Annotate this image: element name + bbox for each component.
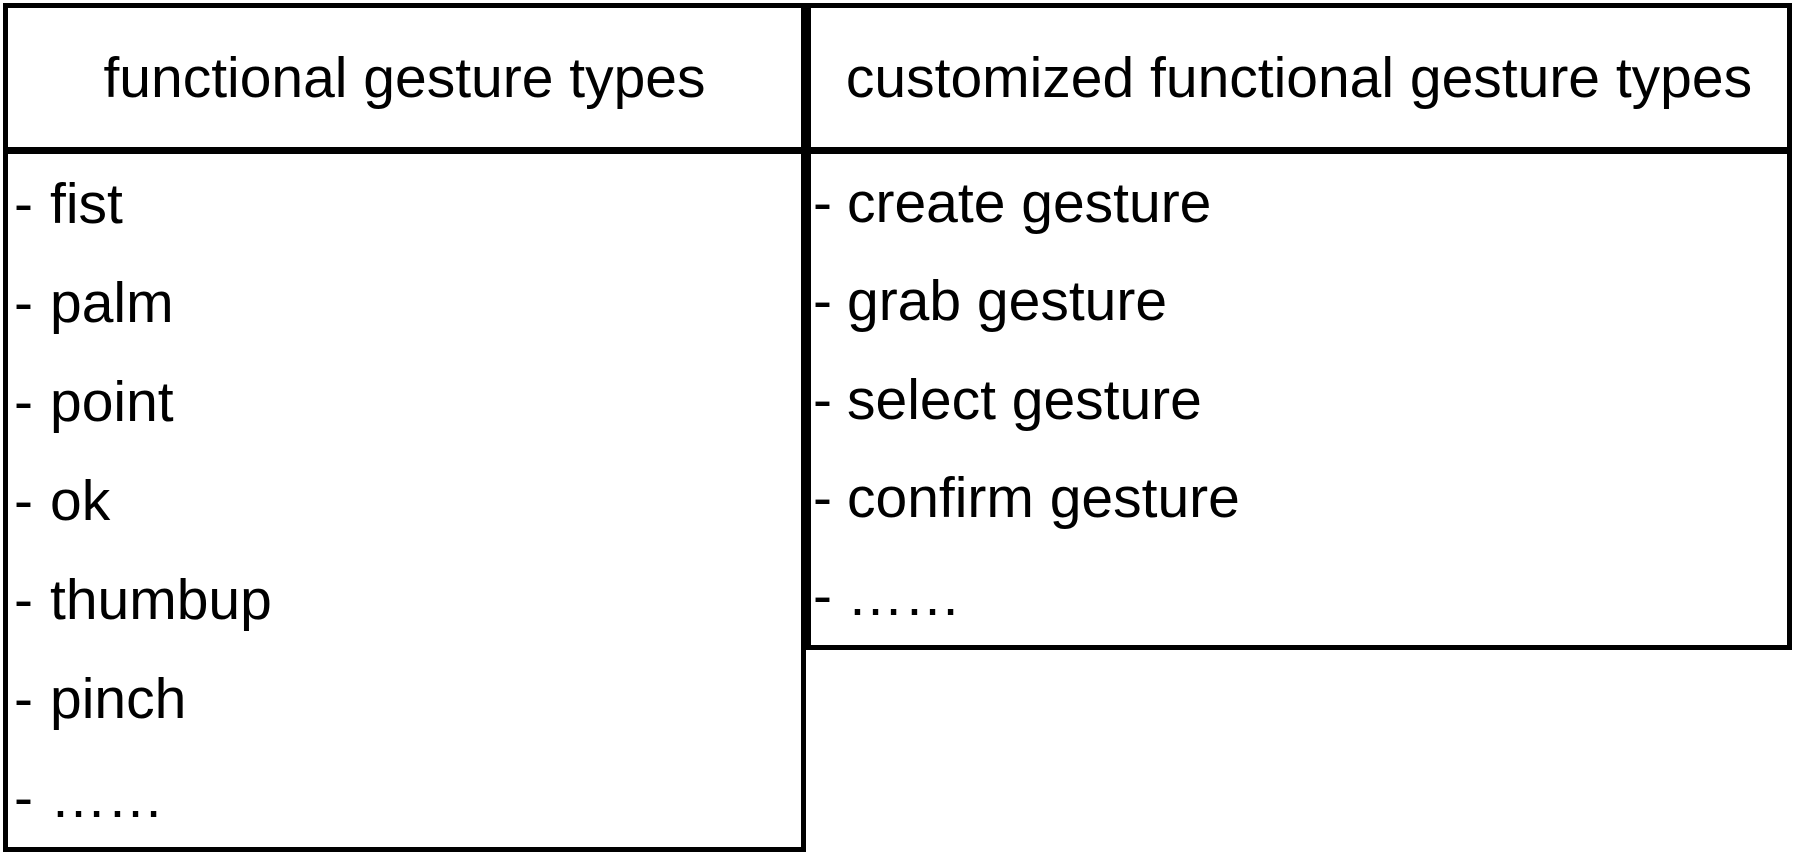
- bullet-dash: -: [813, 367, 832, 432]
- gesture-label: ……: [847, 563, 961, 628]
- list-item: - fist: [8, 154, 801, 253]
- list-item: - ok: [8, 451, 801, 550]
- bullet-dash: -: [813, 269, 832, 334]
- list-item: - create gesture: [811, 154, 1787, 252]
- bullet-dash: -: [14, 369, 33, 434]
- list-item: - select gesture: [811, 350, 1787, 448]
- customized-functional-gesture-types-table: customized functional gesture types - cr…: [806, 3, 1792, 650]
- bullet-dash: -: [14, 468, 33, 533]
- bullet-dash: -: [14, 666, 33, 731]
- bullet-dash: -: [14, 270, 33, 335]
- gesture-label: grab gesture: [847, 269, 1168, 334]
- gesture-label: select gesture: [847, 367, 1202, 432]
- right-table-header: customized functional gesture types: [811, 8, 1787, 154]
- right-table-body: - create gesture - grab gesture - select…: [811, 154, 1787, 645]
- bullet-dash: -: [14, 765, 33, 830]
- list-item: - thumbup: [8, 550, 801, 649]
- left-table-body: - fist - palm - point - ok - thumbup - p…: [8, 154, 801, 847]
- bullet-dash: -: [813, 563, 832, 628]
- list-item-ellipsis: - ……: [811, 547, 1787, 645]
- gesture-label: confirm gesture: [847, 465, 1240, 530]
- list-item: - confirm gesture: [811, 449, 1787, 547]
- gesture-label: ……: [50, 765, 164, 830]
- bullet-dash: -: [14, 567, 33, 632]
- gesture-label: ok: [50, 468, 111, 533]
- gesture-label: thumbup: [50, 567, 272, 632]
- list-item: - point: [8, 352, 801, 451]
- bullet-dash: -: [813, 465, 832, 530]
- bullet-dash: -: [813, 171, 832, 236]
- functional-gesture-types-table: functional gesture types - fist - palm -…: [3, 3, 806, 852]
- list-item-ellipsis: - ……: [8, 748, 801, 847]
- gesture-label: fist: [50, 171, 123, 236]
- gesture-label: pinch: [50, 666, 187, 731]
- list-item: - pinch: [8, 649, 801, 748]
- gesture-label: create gesture: [847, 171, 1212, 236]
- left-table-header: functional gesture types: [8, 8, 801, 154]
- list-item: - grab gesture: [811, 252, 1787, 350]
- bullet-dash: -: [14, 171, 33, 236]
- gesture-label: point: [50, 369, 174, 434]
- gesture-label: palm: [50, 270, 174, 335]
- list-item: - palm: [8, 253, 801, 352]
